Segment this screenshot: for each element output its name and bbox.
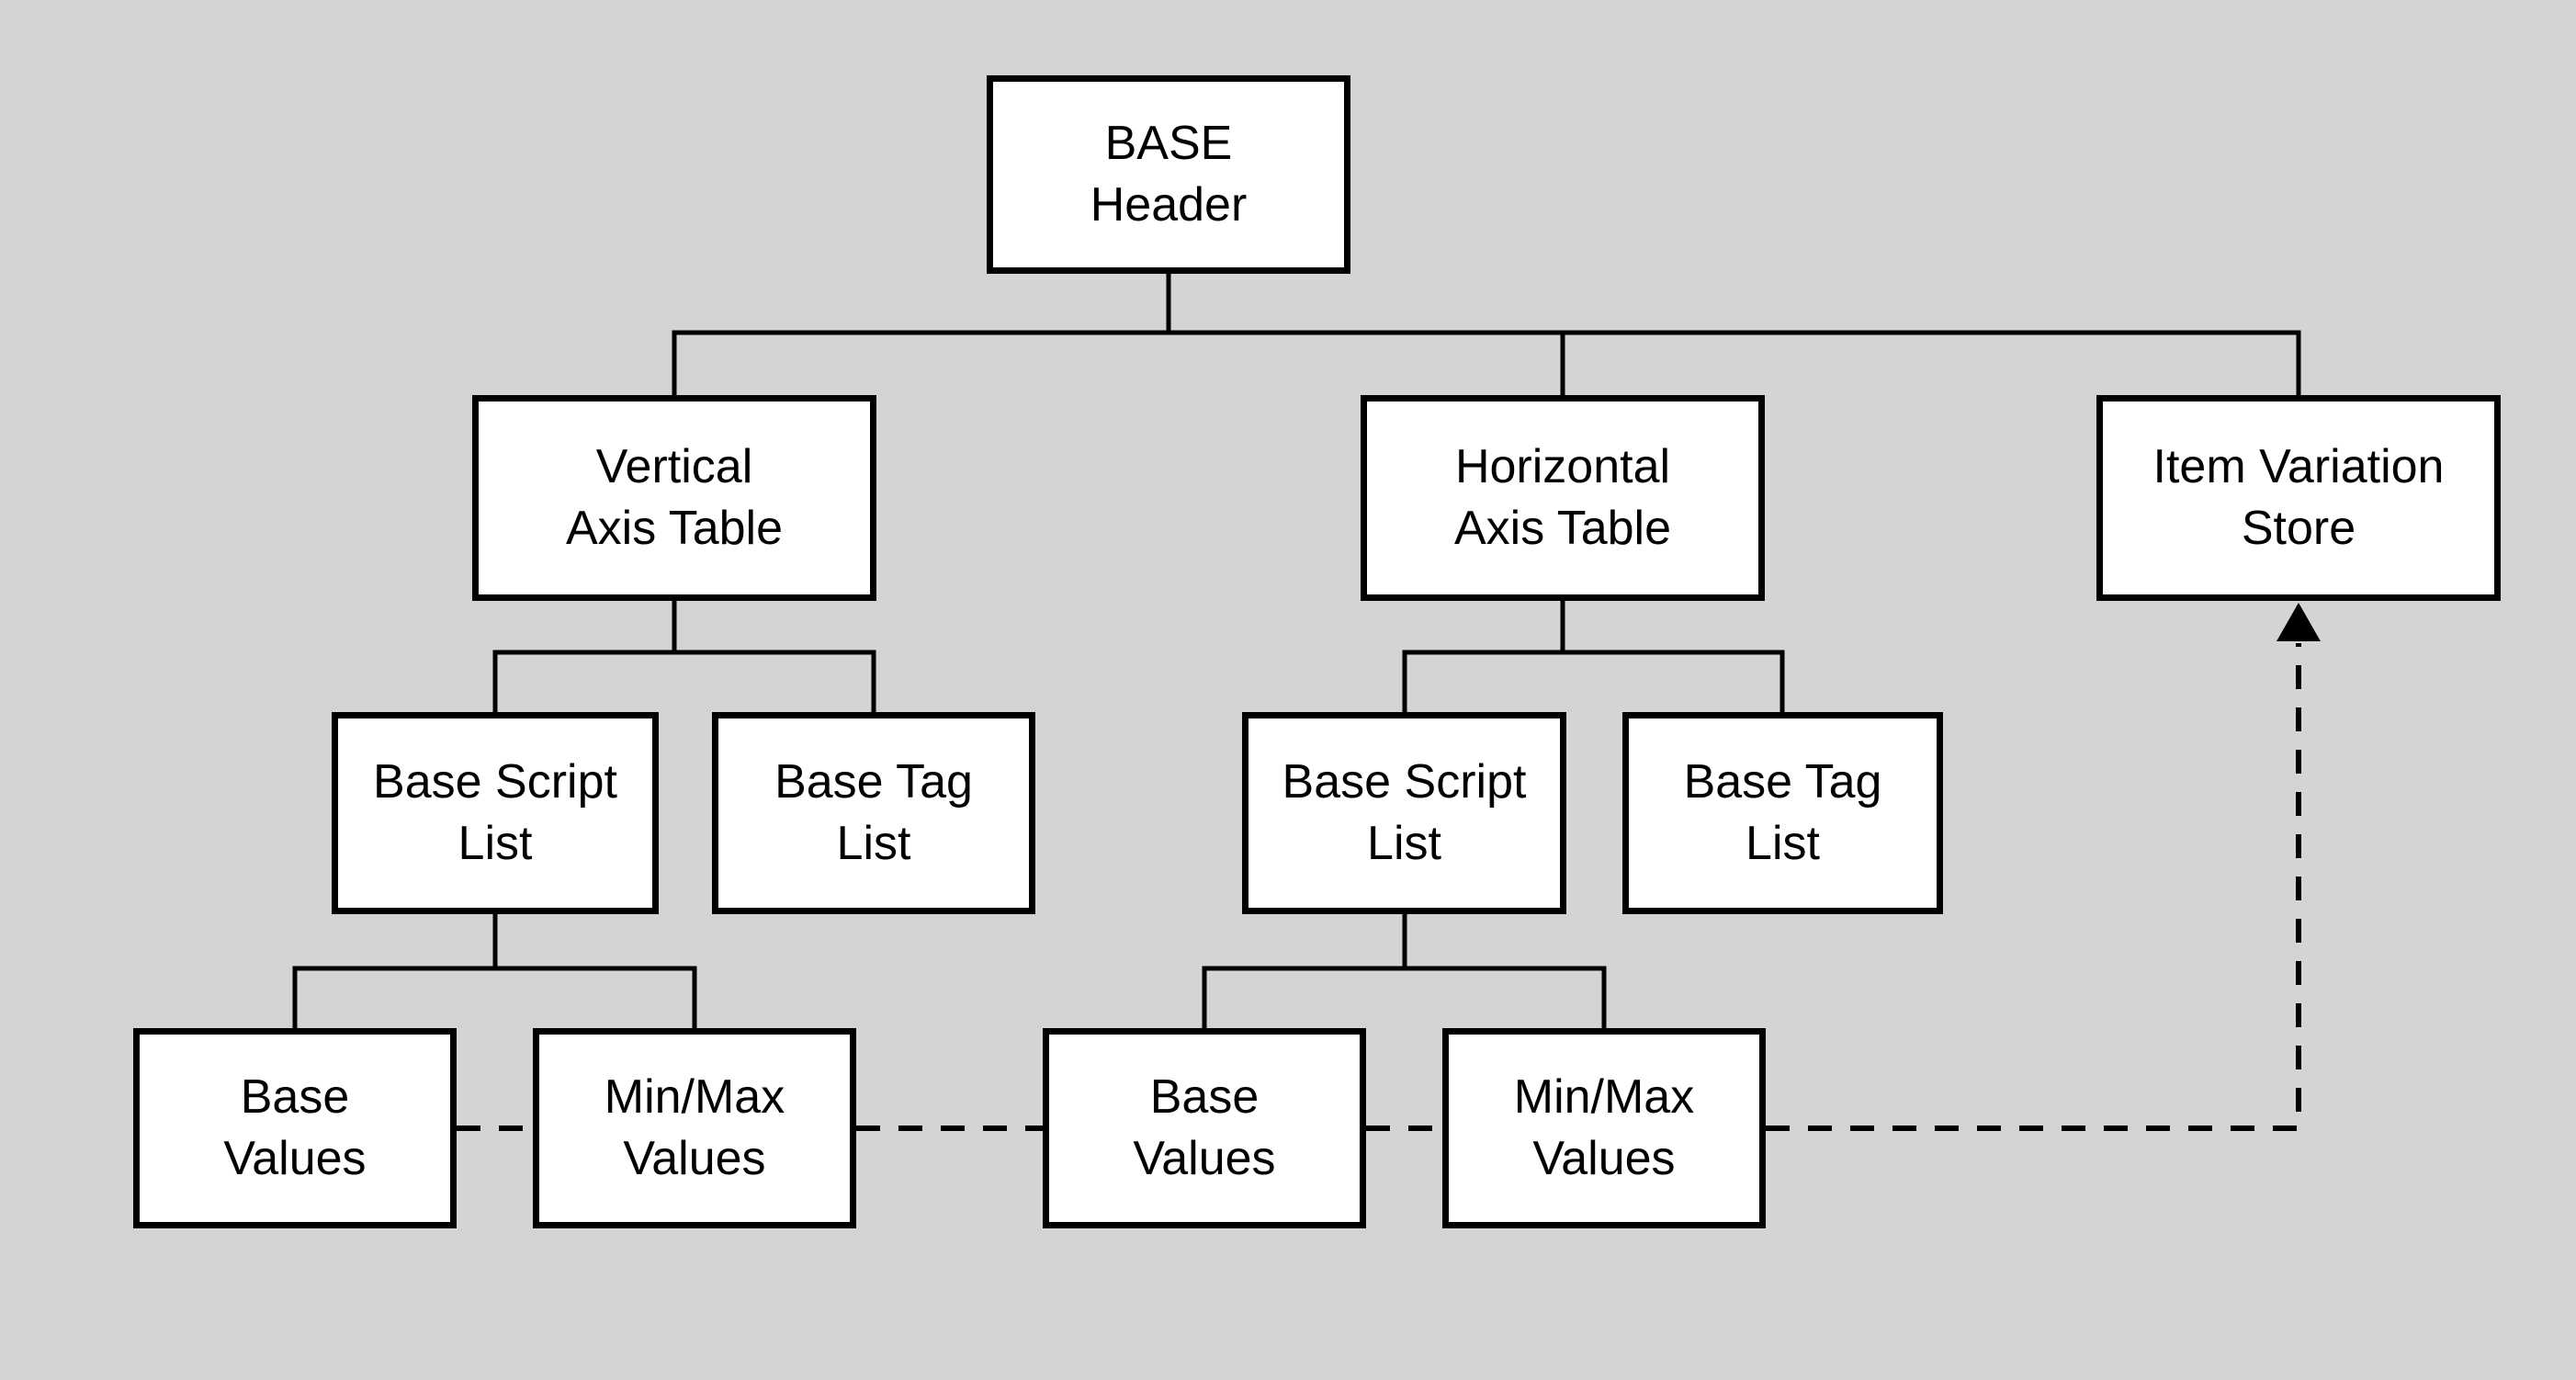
- node-base-values-horizontal: Base Values: [1043, 1028, 1366, 1228]
- node-base-script-list-horizontal: Base Script List: [1242, 712, 1566, 914]
- node-base-tag-list-vertical: Base Tag List: [712, 712, 1035, 914]
- node-label-line: Base Tag: [774, 755, 973, 809]
- node-label-line: Values: [623, 1132, 766, 1185]
- node-label-line: Horizontal: [1454, 440, 1671, 493]
- node-label-line: Store: [2241, 502, 2356, 555]
- edge-horizontal-bus: [1402, 650, 1785, 712]
- arrowhead-up-icon: [2277, 603, 2321, 641]
- node-item-variation-store: Item Variation Store: [2096, 395, 2501, 601]
- node-label-line: List: [836, 817, 911, 870]
- node-label-line: List: [1746, 817, 1820, 870]
- node-label-line: Base Tag: [1683, 755, 1882, 809]
- node-minmax-values-vertical: Min/Max Values: [533, 1028, 856, 1228]
- node-label-line: BASE: [1104, 117, 1233, 170]
- node-label-line: Header: [1090, 178, 1248, 232]
- edge-vertical-bus: [492, 650, 876, 712]
- node-label-line: Axis Table: [1453, 502, 1672, 555]
- node-label-line: Min/Max: [604, 1070, 785, 1124]
- node-base-script-list-vertical: Base Script List: [332, 712, 659, 914]
- node-label-line: Axis Table: [565, 502, 784, 555]
- node-label-line: Base Script: [1282, 755, 1527, 809]
- node-label-line: Values: [1532, 1132, 1676, 1185]
- node-horizontal-axis-table: Horizontal Axis Table: [1361, 395, 1765, 601]
- node-label-line: Base: [240, 1070, 350, 1124]
- node-base-header: BASE Header: [987, 75, 1350, 274]
- node-label-line: Min/Max: [1513, 1070, 1695, 1124]
- node-base-values-vertical: Base Values: [133, 1028, 457, 1228]
- node-minmax-values-horizontal: Min/Max Values: [1442, 1028, 1766, 1228]
- node-label-line: List: [1367, 817, 1441, 870]
- node-label-line: Values: [1133, 1132, 1276, 1185]
- edge-bsl-h-bus: [1202, 966, 1607, 1028]
- edge-bsl-v-bus: [292, 966, 697, 1028]
- node-label-line: Item Variation: [2152, 440, 2445, 493]
- node-label-line: Base: [1149, 1070, 1260, 1124]
- node-label-line: Vertical: [595, 440, 753, 493]
- edge-top-bus: [672, 330, 2301, 395]
- node-label-line: List: [458, 817, 533, 870]
- node-label-line: Values: [223, 1132, 367, 1185]
- node-label-line: Base Script: [373, 755, 617, 809]
- node-vertical-axis-table: Vertical Axis Table: [472, 395, 876, 601]
- edge-dashed-to-store: [1766, 643, 2301, 1131]
- node-base-tag-list-horizontal: Base Tag List: [1622, 712, 1943, 914]
